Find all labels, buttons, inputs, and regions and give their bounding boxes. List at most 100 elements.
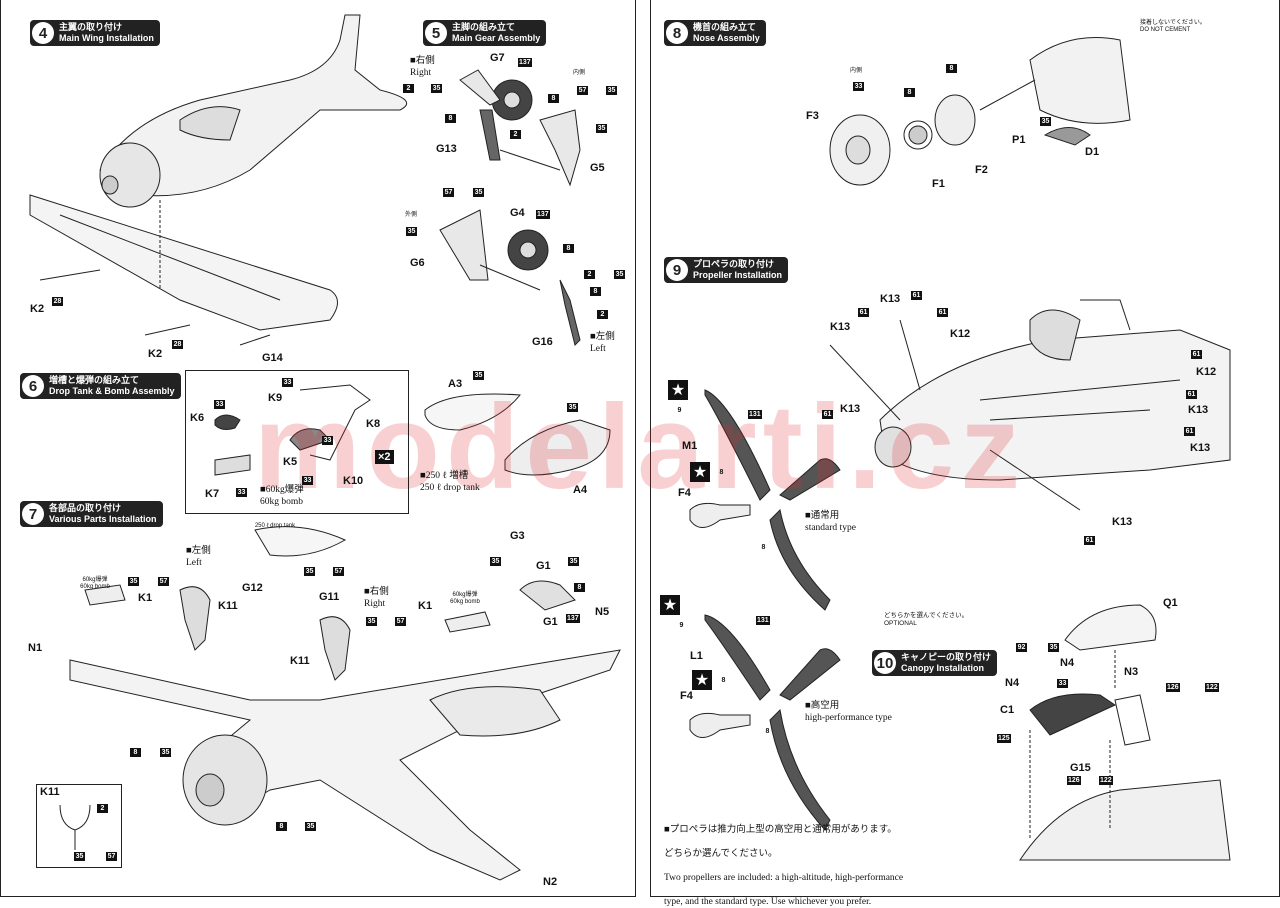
paint-code: 35 [304,567,315,576]
step-title-jp: 主脚の組み立て [452,22,516,32]
part-label: F2 [975,164,988,176]
paint-code: 57 [333,567,344,576]
part-label: F1 [932,178,945,190]
no-cement-note: 接着しないでください。DO NOT CEMENT [1140,20,1230,34]
part-label: G6 [410,257,425,269]
tank-jp: ■250 ℓ 増槽 [420,471,469,481]
no-cement-jp: 接着しないでください。 [1140,20,1206,26]
paint-code: 33 [214,400,225,409]
part-label: K13 [1112,516,1133,528]
paint-code: 33 [302,476,313,485]
paint-code: 92 [1016,643,1027,652]
paint-code: 35 [614,270,625,279]
part-label: N3 [1124,666,1139,678]
paint-code: 137 [566,614,580,623]
paint-code: 33 [282,378,293,387]
paint-code: 8 [721,677,726,684]
part-label: K9 [268,392,283,404]
paint-code: 35 [74,852,85,861]
part-label: A3 [448,378,463,390]
paint-code: 35 [473,188,484,197]
paint-code: 131 [748,410,762,419]
paint-code: 2 [597,310,608,319]
part-label: K13 [880,293,901,305]
step-title-en: Main Wing Installation [59,33,154,43]
part-label: N5 [595,606,610,618]
paint-code: 8 [130,748,141,757]
step-number: 8 [666,22,688,44]
part-label: K11 [40,786,60,798]
part-label: K7 [205,488,220,500]
hp-jp: ■高空用 [805,701,840,711]
left-en: Left [590,344,606,354]
paint-code: 35 [128,577,139,586]
part-label: P1 [1012,134,1026,146]
paint-code: 35 [305,822,316,831]
paint-code: 35 [1048,643,1059,652]
paint-code: 8 [548,94,559,103]
bomb-jp: ■60kg爆弾 [260,485,304,495]
paint-code: 8 [276,822,287,831]
part-label: G5 [590,162,605,174]
step-title-en: Main Gear Assembly [452,33,541,43]
paint-code: 8 [719,469,724,476]
paint-code: 57 [106,852,117,861]
std-en: standard type [805,523,856,533]
step-title-en: Drop Tank & Bomb Assembly [49,386,175,396]
optional-en: OPTIONAL [884,620,917,627]
part-label: F4 [678,487,691,499]
paint-code: 2 [510,130,521,139]
k11-inset-box [36,784,122,868]
part-label: A4 [573,484,588,496]
part-label: K11 [290,655,310,667]
step-title-en: Propeller Installation [693,270,783,280]
part-label: G1 [543,616,558,628]
part-label: G13 [436,143,457,155]
step-title-jp: 各部品の取り付け [49,503,122,513]
part-label: K12 [1196,366,1217,378]
part-label: K13 [830,321,851,333]
step-number: 7 [22,503,44,525]
part-label: K13 [840,403,861,415]
paint-code: 35 [606,86,617,95]
step-number: 6 [22,375,44,397]
paint-code: 35 [473,371,484,380]
paint-code: 2 [403,84,414,93]
quantity-badge: ×2 [375,450,394,464]
part-label: G16 [532,336,553,348]
paint-code: 35 [596,124,607,133]
paint-code: 57 [158,577,169,586]
optional-jp: どちらかを選んでください。 [884,612,969,619]
part-label: C1 [1000,704,1015,716]
outside-note: 外側 [405,212,418,218]
paint-code: 8 [574,583,585,592]
right-jp: ■右側 [410,56,435,66]
no-cement-en: DO NOT CEMENT [1140,27,1191,33]
step-title-jp: 機首の組み立て [693,22,757,32]
paint-code: 35 [406,227,417,236]
part-label: D1 [1085,146,1100,158]
part-label: K8 [366,418,381,430]
step-title-en: Canopy Installation [901,663,985,673]
paint-code: 35 [567,403,578,412]
part-label: K1 [138,592,153,604]
part-label: K13 [1190,442,1211,454]
paint-code: 122 [1205,683,1219,692]
part-label: M1 [682,440,698,452]
star-icon: ★ [690,462,710,482]
std-jp: ■通常用 [805,511,840,521]
paint-code: 131 [756,616,770,625]
part-label: K5 [283,456,298,468]
paint-code: 125 [997,734,1011,743]
part-label: K12 [950,328,971,340]
part-label: N4 [1005,677,1020,689]
